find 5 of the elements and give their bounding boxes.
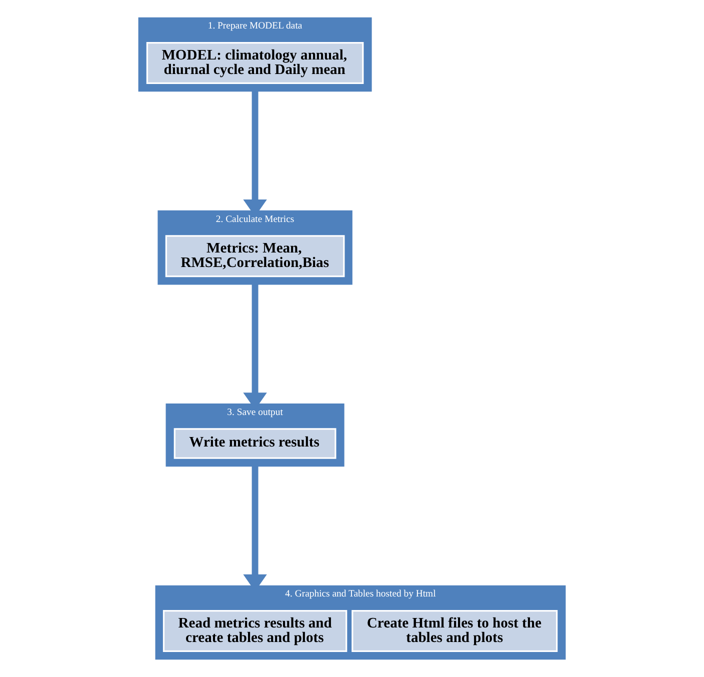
node-box: Metrics: Mean, RMSE,Correlation,Bias	[165, 235, 345, 278]
node-box: Write metrics results	[174, 428, 336, 459]
node-box: MODEL: climatology annual, diurnal cycle and Daily mean	[146, 42, 364, 84]
node-box: Create Html files to host the tables and plots	[352, 610, 558, 652]
node-box: Read metrics results and create tables and plots	[162, 610, 348, 652]
